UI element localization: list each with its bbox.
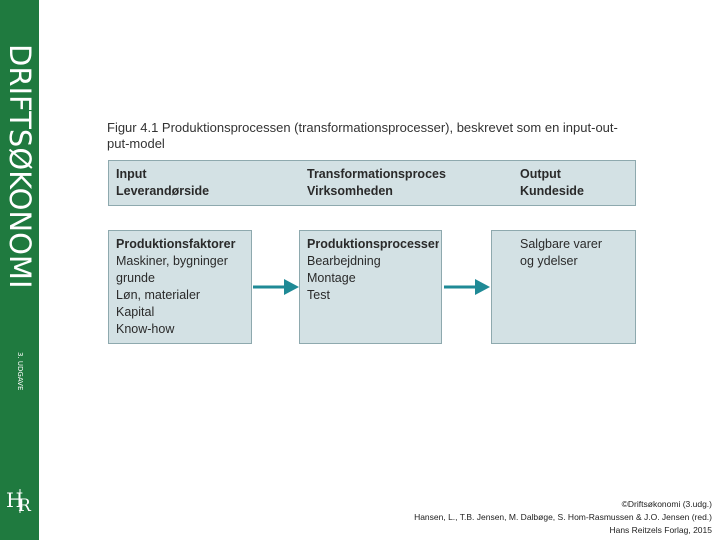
output-sub-label: Kundeside <box>520 184 584 198</box>
caption-line: ©Driftsøkonomi (3.udg.) <box>621 499 712 509</box>
io-header-bar: Input Leverandørside Transformationsproc… <box>108 160 636 206</box>
svg-text:R: R <box>18 496 32 516</box>
caption-line: Hansen, L., T.B. Jensen, M. Dalbøge, S. … <box>414 512 712 522</box>
input-sub-label: Leverandørside <box>116 184 210 198</box>
right-arrow-icon <box>444 279 490 295</box>
figure-title: Figur 4.1 Produktionsprocessen (transfor… <box>107 120 618 151</box>
transform-column: Transformationsproces Virksomheden <box>307 166 446 200</box>
edition-label: 3. UDGAVE <box>16 352 24 391</box>
production-factors-box: Produktionsfaktorer Maskiner, bygninger … <box>108 230 252 344</box>
input-label: Input <box>116 167 147 181</box>
output-products-box: Salgbare varer og ydelser <box>491 230 636 344</box>
sidebar: DRIFTSØKONOMI 3. UDGAVE H R <box>0 0 39 540</box>
box-line: og ydelser <box>520 254 578 268</box>
box-line: Salgbare varer <box>520 237 602 251</box>
box-line: Maskiner, bygninger <box>116 254 228 268</box>
svg-text:H: H <box>6 488 23 512</box>
publisher-logo-icon: H R <box>6 488 32 516</box>
right-arrow-icon <box>253 279 299 295</box>
production-process-box: Produktionsprocessen Bearbejdning Montag… <box>299 230 442 344</box>
box-title: Produktionsfaktorer <box>116 237 236 251</box>
copyright-caption: ©Driftsøkonomi (3.udg.) Hansen, L., T.B.… <box>414 498 712 537</box>
input-column: Input Leverandørside <box>116 166 209 200</box>
box-line: Løn, materialer <box>116 288 201 302</box>
output-label: Output <box>520 167 561 181</box>
box-line: Bearbejdning <box>307 254 381 268</box>
box-line: grunde <box>116 271 155 285</box>
box-title: Produktionsprocessen <box>307 237 439 251</box>
transform-sub-label: Virksomheden <box>307 184 393 198</box>
transform-label: Transformationsproces <box>307 167 446 181</box>
output-column: Output Kundeside <box>520 166 584 200</box>
caption-line: Hans Reitzels Forlag, 2015 <box>609 525 712 535</box>
brand-title: DRIFTSØKONOMI <box>4 44 36 289</box>
box-line: Montage <box>307 271 356 285</box>
box-line: Test <box>307 288 330 302</box>
box-line: Know-how <box>116 322 175 336</box>
box-line: Kapital <box>116 305 155 319</box>
